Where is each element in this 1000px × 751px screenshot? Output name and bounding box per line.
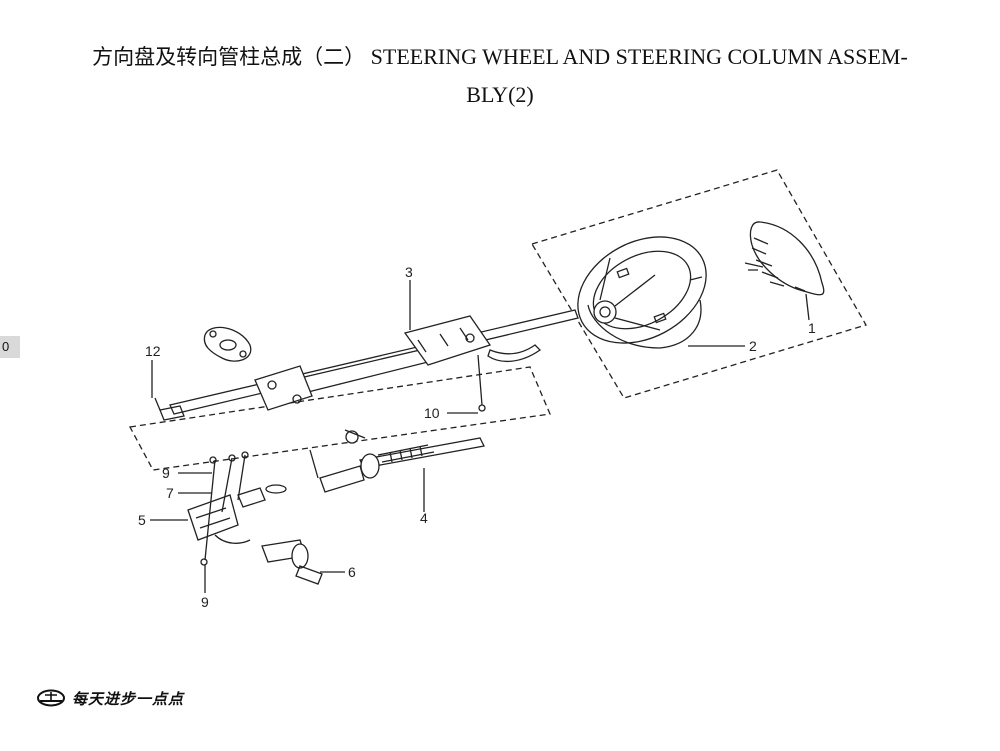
wheel-group-outline (531, 169, 867, 399)
callout-1: 1 (808, 320, 816, 336)
lower-joint-bracket (187, 451, 287, 566)
bolt-10 (477, 354, 483, 406)
page-footer: 每天进步一点点 (36, 686, 184, 710)
callout-10: 10 (424, 405, 440, 421)
callout-2: 2 (749, 338, 757, 354)
steering-wheel (577, 236, 707, 349)
brand-logo-icon (37, 689, 65, 707)
leader-1 (805, 293, 810, 321)
steering-column (154, 309, 579, 421)
callout-4: 4 (420, 510, 428, 526)
page-number-tab: 0 (0, 336, 20, 358)
airbag-module (744, 221, 825, 296)
callout-6: 6 (348, 564, 356, 580)
intermediate-shaft (309, 429, 485, 493)
footer-slogan: 每天进步一点点 (72, 689, 185, 708)
callout-9-lower: 9 (201, 594, 209, 610)
callout-12: 12 (145, 343, 161, 359)
column-group-outline (128, 366, 551, 471)
callout-5: 5 (138, 512, 146, 528)
title-english-line2: BLY(2) (466, 82, 534, 107)
nut-10 (478, 404, 486, 412)
lower-shaft-joint (261, 539, 323, 585)
callout-3: 3 (405, 264, 413, 280)
flange-gasket (203, 326, 252, 362)
page-title: 方向盘及转向管柱总成（二） STEERING WHEEL AND STEERIN… (0, 38, 1000, 114)
title-english-line1: STEERING WHEEL AND STEERING COLUMN ASSEM… (370, 44, 908, 69)
title-chinese: 方向盘及转向管柱总成（二） (92, 45, 366, 69)
callout-9-upper: 9 (162, 465, 170, 481)
callout-7: 7 (166, 485, 174, 501)
